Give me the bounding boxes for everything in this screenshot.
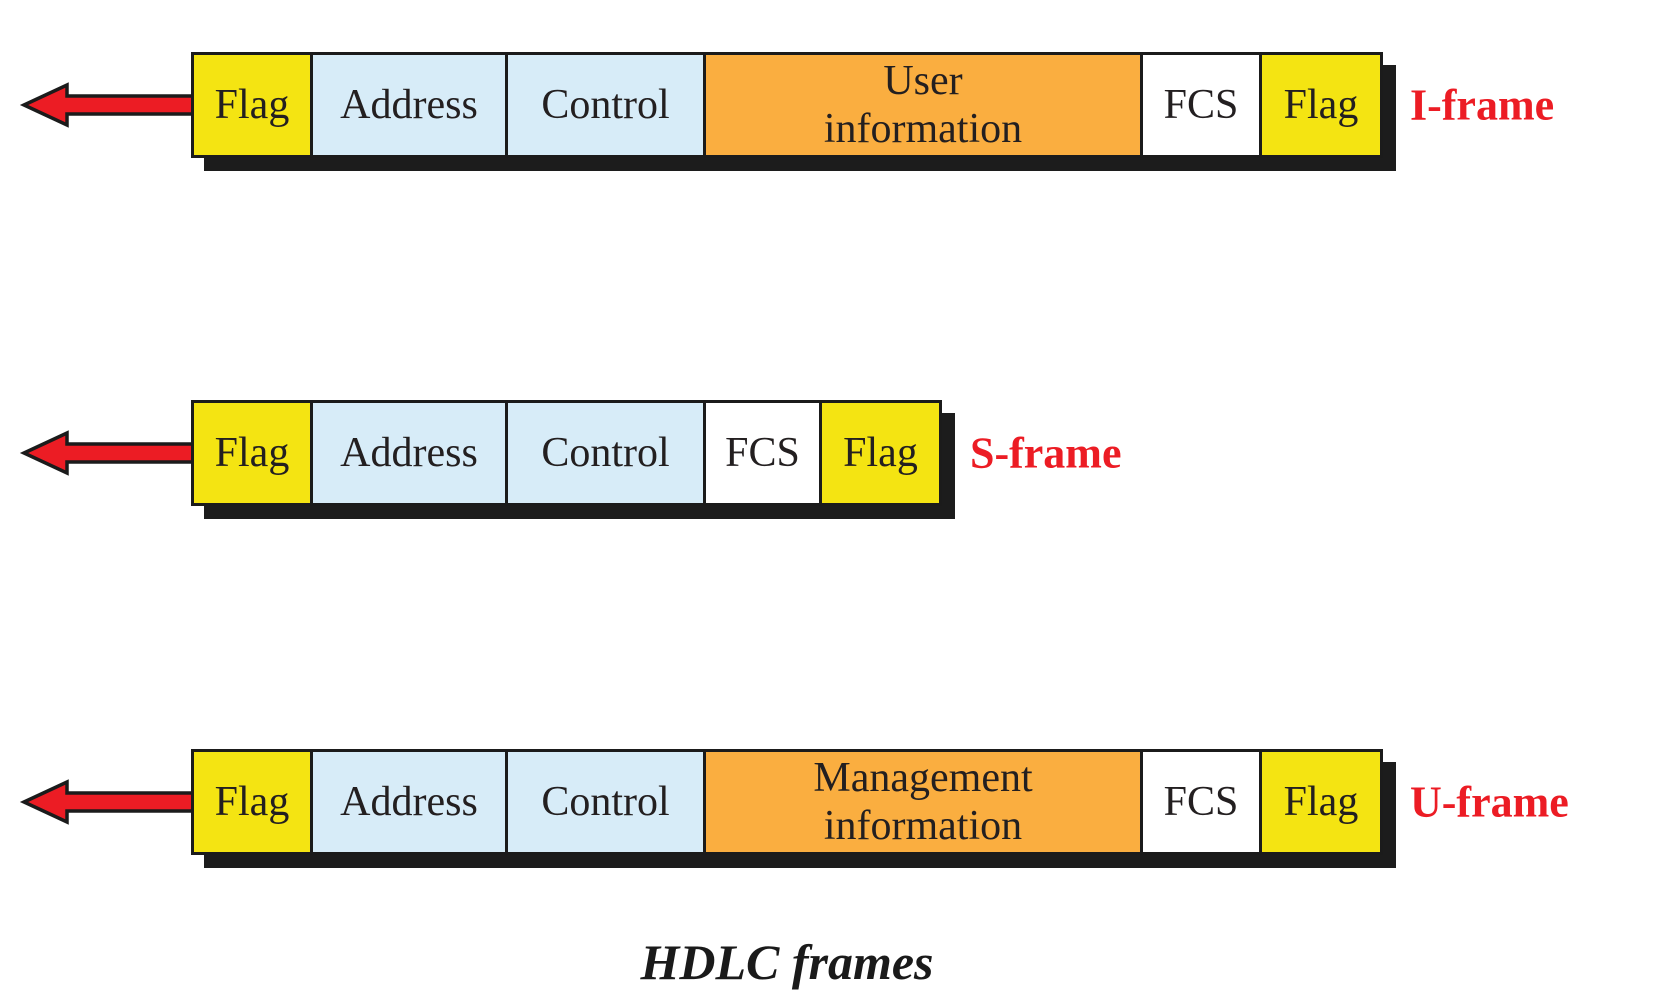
- field-control: Control: [505, 400, 706, 506]
- field-address: Address: [310, 52, 508, 158]
- field-fcs: FCS: [703, 400, 822, 506]
- field-flag-start: Flag: [191, 400, 313, 506]
- s-frame-label: S-frame: [970, 428, 1122, 478]
- field-management-information: Management information: [703, 749, 1143, 855]
- field-fcs: FCS: [1140, 749, 1262, 855]
- u-frame: Flag Address Control Management informat…: [191, 749, 1383, 855]
- field-control: Control: [505, 52, 706, 158]
- left-arrow-icon: [19, 779, 196, 825]
- field-flag-end: Flag: [819, 400, 942, 506]
- diagram-caption: HDLC frames: [640, 934, 934, 990]
- i-frame-label: I-frame: [1410, 80, 1555, 130]
- field-flag-start: Flag: [191, 749, 313, 855]
- field-flag-end: Flag: [1259, 52, 1383, 158]
- field-flag-start: Flag: [191, 52, 313, 158]
- left-arrow-icon: [19, 82, 196, 128]
- field-address: Address: [310, 400, 508, 506]
- u-frame-label: U-frame: [1410, 777, 1569, 827]
- left-arrow-icon: [19, 430, 196, 476]
- field-fcs: FCS: [1140, 52, 1262, 158]
- field-control: Control: [505, 749, 706, 855]
- field-flag-end: Flag: [1259, 749, 1383, 855]
- field-address: Address: [310, 749, 508, 855]
- field-user-information: User information: [703, 52, 1143, 158]
- i-frame: Flag Address Control User information FC…: [191, 52, 1383, 158]
- s-frame: Flag Address Control FCS Flag: [191, 400, 942, 506]
